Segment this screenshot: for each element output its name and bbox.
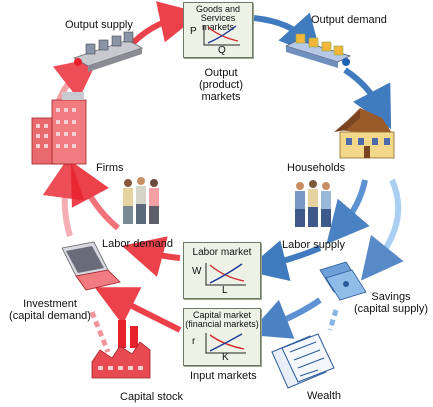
labor-market-x-axis-label: L xyxy=(222,285,228,296)
arrow-savings xyxy=(247,297,322,339)
factory-icon xyxy=(91,320,151,379)
label-capital-stock: Capital stock xyxy=(120,391,183,403)
arrow-to-households xyxy=(343,67,392,130)
label-input-markets: Input markets xyxy=(190,370,257,382)
label-investment: Investment (capital demand) xyxy=(9,298,91,322)
conveyor-belt-icon xyxy=(73,31,143,72)
label-labor-demand: Labor demand xyxy=(102,238,173,250)
capital-market-y-axis-label: r xyxy=(192,336,196,347)
goods-market-x-axis-label: Q xyxy=(218,45,226,56)
arrow-output-supply xyxy=(125,1,202,51)
label-wealth: Wealth xyxy=(307,390,342,402)
arrow-investment-capital-stock xyxy=(89,311,111,353)
labor-market-title: Labor market xyxy=(192,247,252,258)
documents-icon xyxy=(271,333,335,389)
goods-services-market-box: Goods and Services markets P Q xyxy=(183,2,253,58)
conveyor-belt-icon xyxy=(284,33,352,68)
arrow-capital-demand xyxy=(94,287,182,333)
capital-market-title: Capital market (financial markets) xyxy=(185,310,259,329)
arrow-households-down xyxy=(326,179,370,245)
arrow-investment-firms xyxy=(42,156,85,237)
labor-market-graph xyxy=(205,263,246,286)
arrow-labor-supply xyxy=(244,240,322,282)
capital-market-box: Capital market (financial markets) r K xyxy=(183,308,261,366)
people-icon xyxy=(123,177,159,224)
goods-market-y-axis-label: P xyxy=(190,26,197,37)
arrow-to-firms xyxy=(70,160,120,231)
label-output-demand: Output demand xyxy=(311,14,387,26)
labor-market-box: Labor market W L xyxy=(183,242,261,299)
house-icon xyxy=(334,108,395,159)
people-icon xyxy=(295,180,331,227)
arrow-labor-demand xyxy=(121,236,181,277)
arrow-savings-wealth xyxy=(327,309,339,331)
label-output-markets: Output (product) markets xyxy=(198,67,244,103)
goods-market-graph xyxy=(203,25,240,46)
capital-market-x-axis-label: K xyxy=(222,352,229,363)
money-icon xyxy=(319,261,367,301)
laptop-icon xyxy=(61,241,121,291)
label-firms: Firms xyxy=(96,162,124,174)
label-households: Households xyxy=(287,162,346,174)
label-output-supply: Output supply xyxy=(65,19,133,31)
office-building-icon xyxy=(31,92,87,165)
labor-market-y-axis-label: W xyxy=(192,266,202,277)
label-labor-supply: Labor supply xyxy=(282,239,345,251)
goods-market-title: Goods and Services markets xyxy=(195,4,241,32)
label-savings: Savings (capital supply) xyxy=(354,291,428,315)
capital-market-graph xyxy=(205,333,246,354)
arrow-households-savings xyxy=(360,178,404,281)
